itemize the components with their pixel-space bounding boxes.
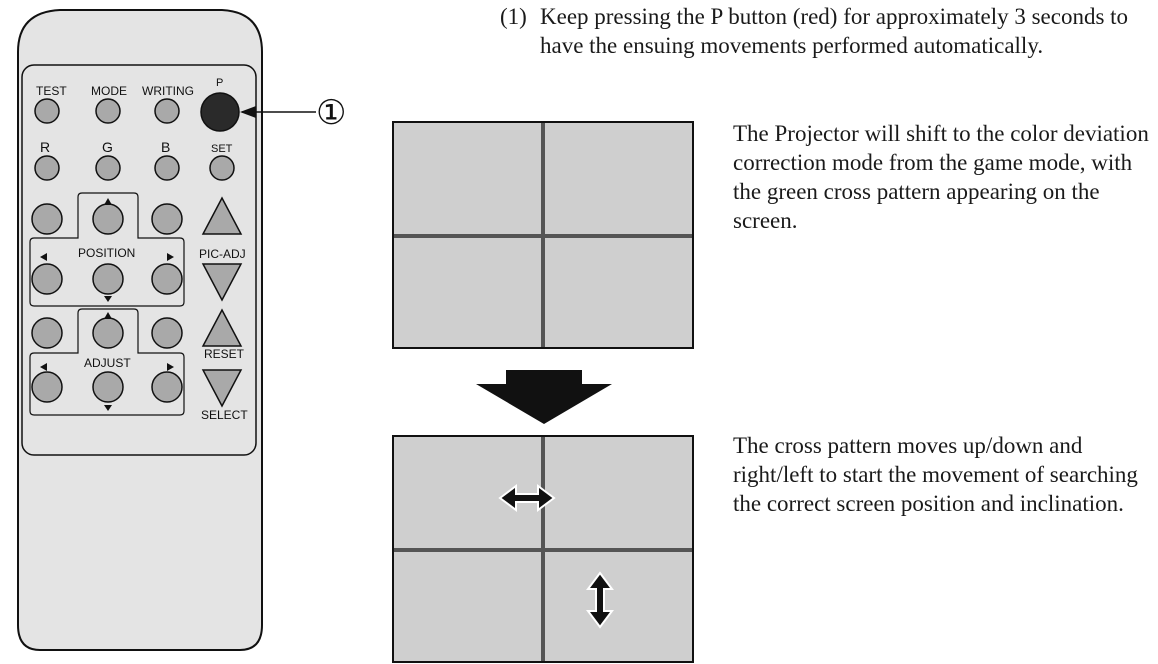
cross-horizontal-line	[394, 234, 692, 238]
r-button[interactable]	[34, 155, 60, 181]
position-left-button[interactable]	[31, 263, 63, 295]
b-button[interactable]	[154, 155, 180, 181]
position-right-button[interactable]	[151, 263, 183, 295]
description-pattern-movement: The cross pattern moves up/down and righ…	[733, 433, 1138, 516]
adjust-down-marker	[104, 405, 112, 411]
set-button[interactable]	[209, 155, 235, 181]
b-label: B	[161, 139, 170, 155]
position-label: POSITION	[78, 246, 135, 260]
writing-button[interactable]	[154, 98, 180, 124]
select-label: SELECT	[201, 408, 248, 422]
adjust-left-button[interactable]	[31, 371, 63, 403]
select-button[interactable]	[201, 369, 243, 408]
writing-label: WRITING	[142, 84, 194, 98]
reset-button[interactable]	[201, 308, 243, 347]
pic-adj-down-button[interactable]	[201, 263, 243, 302]
position-right-marker	[167, 253, 174, 261]
adjust-left-marker	[40, 363, 47, 371]
screen-cross-pattern	[392, 121, 694, 349]
remote-body	[17, 9, 263, 651]
vertical-move-arrow-icon	[586, 571, 614, 629]
cross-horizontal-line	[394, 548, 692, 552]
adjust-label: ADJUST	[84, 356, 131, 370]
p-label: P	[216, 77, 223, 89]
adjust-corner-left-button[interactable]	[31, 317, 63, 349]
screen-moving-cross-pattern	[392, 435, 694, 663]
position-group-frame	[29, 192, 185, 307]
position-up-marker	[104, 198, 112, 205]
pic-adj-label: PIC-ADJ	[199, 247, 246, 261]
adjust-corner-right-button[interactable]	[151, 317, 183, 349]
set-label: SET	[211, 143, 233, 155]
horizontal-move-arrow-icon	[498, 484, 556, 512]
pic-adj-up-button[interactable]	[201, 196, 243, 235]
remote-control-illustration: TEST MODE WRITING P ① R G B SET POSITION…	[17, 9, 346, 651]
test-button[interactable]	[34, 98, 60, 124]
g-label: G	[102, 139, 113, 155]
mode-button[interactable]	[95, 98, 121, 124]
remote-button-panel	[21, 64, 257, 456]
description-mode-shift: The Projector will shift to the color de…	[733, 121, 1149, 233]
position-corner-left-button[interactable]	[31, 203, 63, 235]
callout-arrowhead	[240, 106, 256, 118]
adjust-down-button[interactable]	[92, 371, 124, 403]
adjust-group-frame	[29, 308, 185, 416]
transition-down-arrow-icon	[476, 370, 612, 424]
step-number: (1)	[500, 4, 527, 29]
callout-number: ①	[316, 95, 346, 132]
adjust-up-button[interactable]	[92, 317, 124, 349]
adjust-up-marker	[104, 312, 112, 319]
mode-label: MODE	[91, 84, 127, 98]
position-down-marker	[104, 296, 112, 302]
position-left-marker	[40, 253, 47, 261]
position-down-button[interactable]	[92, 263, 124, 295]
adjust-right-button[interactable]	[151, 371, 183, 403]
position-up-button[interactable]	[92, 203, 124, 235]
r-label: R	[40, 139, 50, 155]
reset-label: RESET	[204, 347, 245, 361]
step-instruction: Keep pressing the P button (red) for app…	[540, 4, 1129, 58]
adjust-right-marker	[167, 363, 174, 371]
p-button[interactable]	[200, 92, 240, 132]
test-label: TEST	[36, 84, 67, 98]
position-corner-right-button[interactable]	[151, 203, 183, 235]
g-button[interactable]	[95, 155, 121, 181]
